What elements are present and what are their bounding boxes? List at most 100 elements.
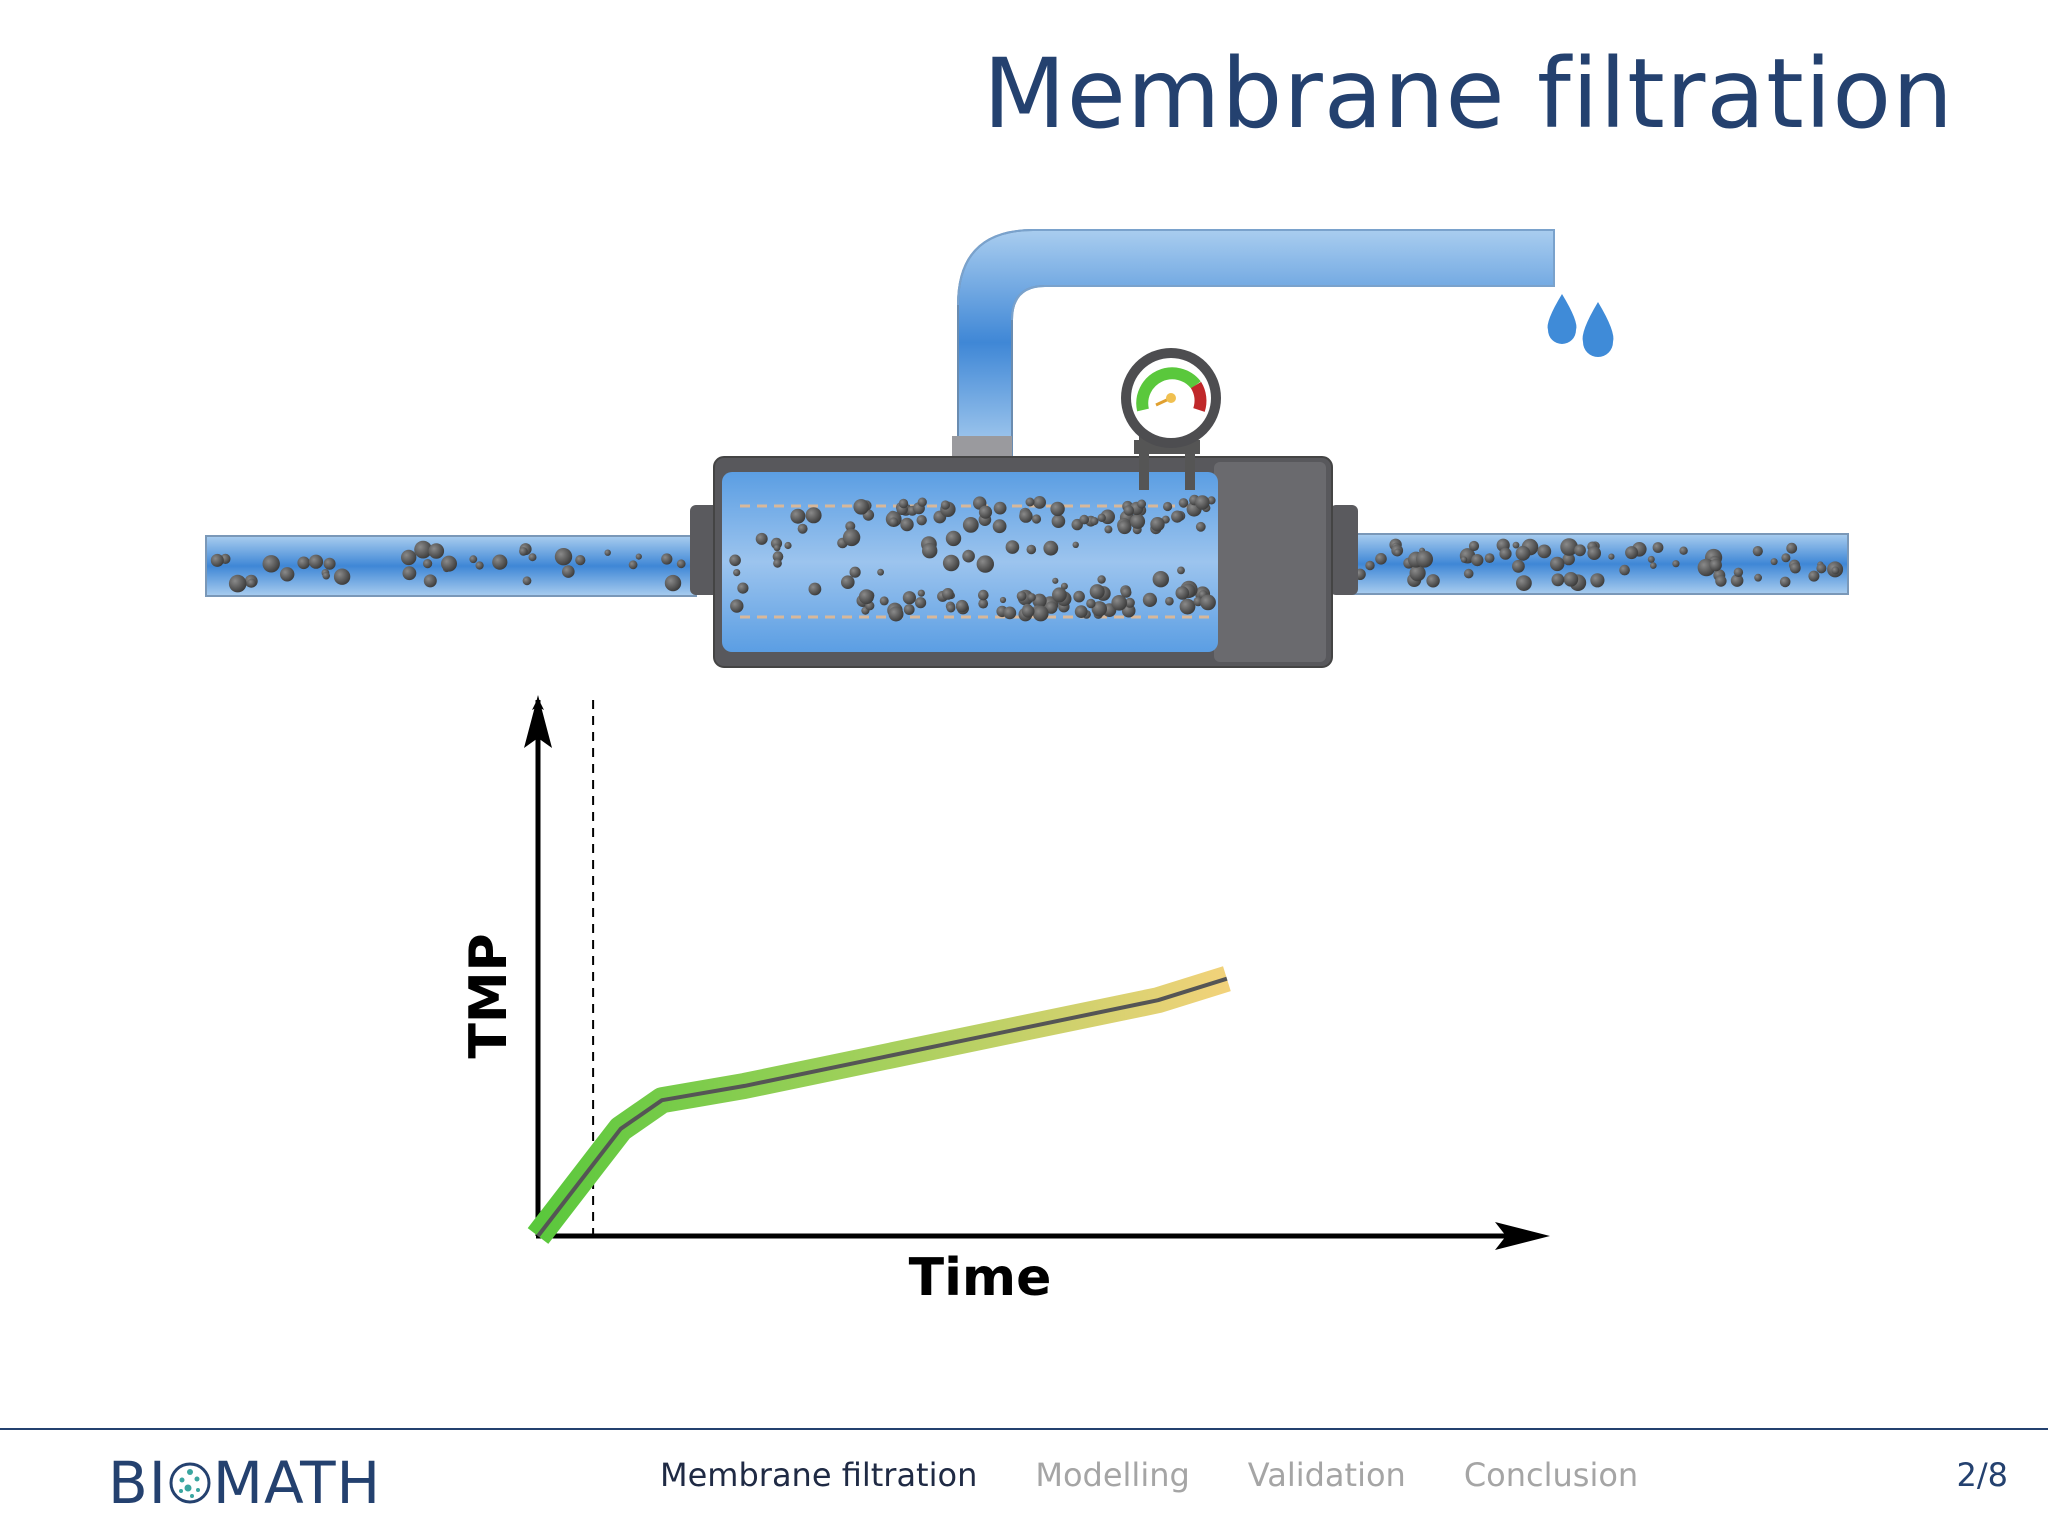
logo-text-right: MATH xyxy=(212,1449,382,1517)
particle xyxy=(1484,553,1495,563)
particle xyxy=(942,554,960,572)
particle xyxy=(428,543,445,559)
particle xyxy=(1021,605,1035,618)
particle xyxy=(661,553,673,565)
particle xyxy=(773,544,781,552)
particle xyxy=(1079,514,1089,525)
particle xyxy=(1111,595,1127,611)
particle xyxy=(849,566,861,578)
particle xyxy=(1733,567,1744,577)
membrane-module xyxy=(690,456,1358,668)
particle xyxy=(1468,540,1480,552)
particle xyxy=(1563,572,1579,587)
particle xyxy=(492,554,508,570)
particle xyxy=(1463,568,1474,579)
particle xyxy=(853,499,869,515)
particle xyxy=(1550,556,1565,572)
particle xyxy=(402,566,417,581)
particle xyxy=(228,574,247,593)
particle xyxy=(1730,574,1744,587)
particle xyxy=(280,567,295,582)
particle xyxy=(1816,563,1827,574)
particle xyxy=(877,568,884,576)
particle xyxy=(1130,513,1146,529)
particle xyxy=(808,582,822,596)
particle xyxy=(1117,520,1132,535)
particle xyxy=(730,599,744,613)
particle xyxy=(1123,505,1135,516)
particle xyxy=(978,505,993,519)
particle xyxy=(575,555,586,566)
permeate-pipe xyxy=(952,229,1555,456)
particle xyxy=(940,500,951,510)
particle xyxy=(1195,495,1210,510)
particle xyxy=(1179,598,1196,615)
nav-item-validation[interactable]: Validation xyxy=(1247,1456,1406,1494)
particle xyxy=(993,501,1007,515)
particle xyxy=(755,532,768,545)
particle xyxy=(1672,560,1680,568)
particle xyxy=(1090,517,1099,526)
particle xyxy=(1831,566,1840,575)
particle xyxy=(1200,594,1216,611)
particle xyxy=(999,596,1007,604)
particle xyxy=(1104,525,1113,534)
particle xyxy=(903,604,915,615)
series-band xyxy=(527,966,1231,1244)
particle xyxy=(841,575,855,589)
particle xyxy=(1515,545,1531,561)
particle xyxy=(1097,575,1106,584)
particle xyxy=(992,519,1007,534)
nav-item-membrane-filtration[interactable]: Membrane filtration xyxy=(660,1456,978,1494)
particle xyxy=(247,578,257,588)
particle xyxy=(401,549,417,566)
y-axis-arrowhead xyxy=(524,695,552,748)
particle xyxy=(946,603,956,613)
particle xyxy=(1409,565,1426,582)
particle xyxy=(773,558,782,568)
particle xyxy=(1051,514,1066,528)
particle xyxy=(664,574,682,592)
particle xyxy=(1050,501,1065,517)
particle xyxy=(1005,540,1020,554)
particle xyxy=(1152,571,1170,588)
particle xyxy=(1025,497,1035,507)
particle xyxy=(322,571,331,580)
particle xyxy=(1752,546,1763,557)
x-axis-label: Time xyxy=(909,1248,1052,1308)
particle xyxy=(1137,499,1147,509)
particle xyxy=(1043,540,1059,556)
particle xyxy=(1715,575,1727,587)
biomath-logo: BI MATH xyxy=(108,1438,381,1528)
particle xyxy=(297,556,311,570)
logo-dots-icon xyxy=(169,1462,211,1504)
particle xyxy=(1060,582,1068,590)
particle xyxy=(1619,564,1630,576)
particle xyxy=(308,554,324,569)
particle xyxy=(1650,562,1657,569)
particle xyxy=(737,582,749,594)
particle xyxy=(898,498,909,509)
particle xyxy=(1124,597,1135,608)
particle xyxy=(1086,598,1096,609)
particle xyxy=(1045,601,1058,614)
particle xyxy=(888,606,904,622)
particle xyxy=(978,589,989,601)
particle xyxy=(441,555,457,572)
particle xyxy=(879,596,889,606)
particle xyxy=(323,557,336,570)
particle xyxy=(917,497,927,507)
particle xyxy=(1499,547,1512,560)
particle xyxy=(528,553,537,562)
water-drops-icon xyxy=(1547,294,1614,357)
y-axis-label: TMP xyxy=(459,933,519,1058)
nav-item-modelling[interactable]: Modelling xyxy=(1035,1456,1190,1494)
particle xyxy=(1647,555,1655,563)
particle xyxy=(1195,521,1206,532)
nav-item-conclusion[interactable]: Conclusion xyxy=(1463,1456,1639,1494)
particle xyxy=(1031,514,1042,524)
particle xyxy=(604,549,611,556)
particle xyxy=(978,598,989,609)
particle xyxy=(562,565,575,578)
